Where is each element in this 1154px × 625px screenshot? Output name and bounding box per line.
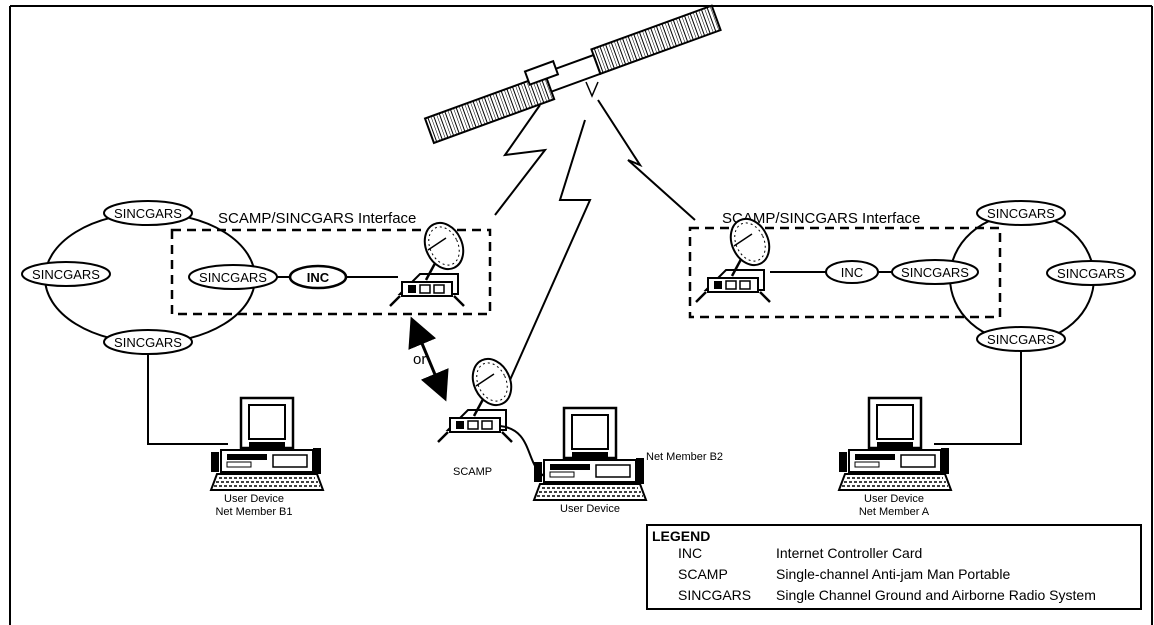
svg-text:SINCGARS: SINCGARS (114, 206, 182, 221)
svg-text:SINCGARS: SINCGARS (114, 335, 182, 350)
scamp-terminal-center-icon (436, 351, 520, 444)
device-center-side-label: Net Member B2 (646, 451, 723, 463)
sincgars-node-left-box: SINCGARS (188, 264, 278, 290)
legend-definition: Single Channel Ground and Airborne Radio… (776, 587, 1096, 603)
workstation-center-icon (532, 406, 648, 502)
or-arrow (408, 316, 449, 402)
inc-node-left: INC (288, 264, 348, 290)
sincgars-node-left-left: SINCGARS (21, 261, 111, 287)
legend-definition: Internet Controller Card (776, 545, 923, 561)
legend-definition: Single-channel Anti-jam Man Portable (776, 566, 1011, 582)
interface-box-right (688, 226, 1002, 319)
device-b1-line1: User Device (224, 493, 284, 505)
sincgars-node-right-bottom: SINCGARS (976, 326, 1066, 352)
svg-text:INC: INC (307, 270, 330, 285)
svg-text:SINCGARS: SINCGARS (901, 265, 969, 280)
device-a-line1: User Device (864, 493, 924, 505)
sincgars-node-left-top: SINCGARS (103, 200, 193, 226)
or-label: or (413, 351, 426, 368)
interface-label-right: SCAMP/SINCGARS Interface (722, 210, 920, 227)
legend-abbr: SCAMP (678, 566, 728, 582)
sincgars-node-right-right: SINCGARS (1046, 260, 1136, 286)
legend-title: LEGEND (652, 528, 711, 544)
svg-text:SINCGARS: SINCGARS (987, 332, 1055, 347)
svg-text:SINCGARS: SINCGARS (32, 267, 100, 282)
legend-abbr: INC (678, 545, 703, 561)
legend-row-sincgars: SINCGARS Single Channel Ground and Airbo… (648, 587, 1140, 607)
device-center-label: User Device (560, 503, 620, 515)
legend-abbr: SINCGARS (678, 587, 752, 603)
sincgars-node-right-top: SINCGARS (976, 200, 1066, 226)
device-b1-line2: Net Member B1 (215, 506, 292, 518)
legend-row-inc: INC Internet Controller Card (648, 545, 1140, 565)
inc-node-right: INC (825, 260, 879, 284)
device-a-line2: Net Member A (859, 506, 930, 518)
svg-text:SINCGARS: SINCGARS (987, 206, 1055, 221)
svg-text:INC: INC (841, 265, 863, 280)
rf-link-center (509, 119, 592, 381)
svg-text:SINCGARS: SINCGARS (1057, 266, 1125, 281)
satellite-icon (423, 4, 722, 145)
link-ring-to-b1 (147, 354, 228, 445)
legend-row-scamp: SCAMP Single-channel Anti-jam Man Portab… (648, 566, 1140, 586)
sincgars-node-left-bottom: SINCGARS (103, 329, 193, 355)
rf-link-left (494, 104, 548, 216)
sincgars-node-right-box: SINCGARS (891, 259, 979, 285)
svg-text:SINCGARS: SINCGARS (199, 270, 267, 285)
interface-label-left: SCAMP/SINCGARS Interface (218, 210, 416, 227)
interface-box-left (170, 228, 492, 316)
rf-link-right (597, 99, 696, 221)
link-ring-to-a (934, 351, 1022, 445)
legend-box: LEGEND INC Internet Controller Card SCAM… (646, 524, 1142, 610)
scamp-label: SCAMP (453, 466, 492, 478)
